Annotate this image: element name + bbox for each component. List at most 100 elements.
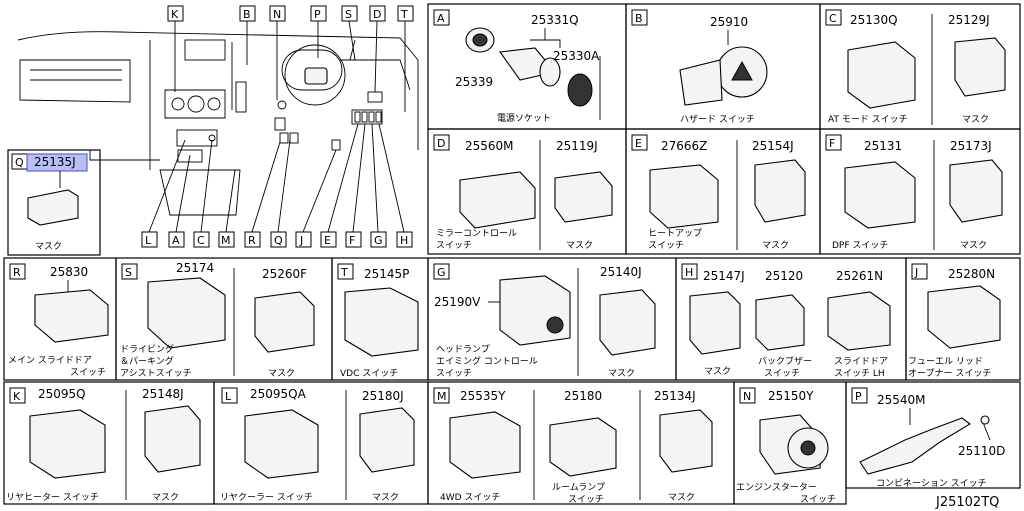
- panel-a: A 25331Q 25330A 25339 電源ソケット: [427, 3, 627, 130]
- part-25095q[interactable]: 25095Q: [38, 387, 86, 401]
- panel-t-letter[interactable]: T: [340, 266, 348, 279]
- panel-h-letter[interactable]: H: [685, 266, 693, 279]
- caption-driving: ドライビング: [120, 343, 174, 355]
- overview-label-s[interactable]: S: [345, 8, 352, 21]
- overview-label-c[interactable]: C: [197, 234, 205, 247]
- part-25130q[interactable]: 25130Q: [850, 13, 898, 27]
- part-27666z[interactable]: 27666Z: [661, 139, 707, 153]
- overview-label-t[interactable]: T: [400, 8, 408, 21]
- part-25261n[interactable]: 25261N: [836, 269, 883, 283]
- overview-label-k[interactable]: K: [171, 8, 179, 21]
- overview-label-f[interactable]: F: [349, 234, 355, 247]
- caption-switch: スイッチ: [800, 494, 836, 505]
- part-25910[interactable]: 25910: [710, 15, 748, 29]
- panel-p-letter[interactable]: P: [855, 390, 862, 403]
- part-25339[interactable]: 25339: [455, 75, 493, 89]
- panel-j-letter[interactable]: J: [914, 266, 918, 279]
- overview-label-r[interactable]: R: [248, 234, 256, 247]
- caption-mask: マスク: [372, 492, 399, 503]
- panel-s-letter[interactable]: S: [125, 266, 132, 279]
- caption-rear-cooler-switch: リヤクーラー スイッチ: [220, 492, 313, 503]
- panel-f-letter[interactable]: F: [829, 137, 835, 150]
- overview-label-e[interactable]: E: [324, 234, 331, 247]
- caption-mask: マスク: [268, 368, 295, 379]
- overview-label-n[interactable]: N: [273, 8, 281, 21]
- part-25280n[interactable]: 25280N: [948, 267, 995, 281]
- part-25145p[interactable]: 25145P: [364, 267, 409, 281]
- part-25190v[interactable]: 25190V: [434, 295, 481, 309]
- overview-label-d[interactable]: D: [373, 8, 381, 21]
- caption-room-lamp: ルームランプ: [552, 482, 605, 493]
- panel-a-letter[interactable]: A: [437, 12, 445, 25]
- part-25331q[interactable]: 25331Q: [531, 13, 579, 27]
- overview-label-h[interactable]: H: [400, 234, 408, 247]
- panel-p: P 25540M 25110D コンビネーション スイッチ: [845, 381, 1021, 489]
- panel-b-letter[interactable]: B: [635, 12, 643, 25]
- panel-l-letter[interactable]: L: [225, 390, 232, 403]
- caption-switch: スイッチ: [436, 368, 472, 379]
- panel-r-letter[interactable]: R: [13, 266, 21, 279]
- panel-n-letter[interactable]: N: [743, 390, 751, 403]
- part-25830[interactable]: 25830: [50, 265, 88, 279]
- caption-mask: マスク: [668, 492, 695, 503]
- selected-part-highlight: [26, 153, 88, 172]
- part-25260f[interactable]: 25260F: [262, 267, 307, 281]
- part-25110d[interactable]: 25110D: [958, 444, 1005, 458]
- caption-main-slide-door: メイン スライドドア: [8, 355, 92, 366]
- part-25134j[interactable]: 25134J: [654, 389, 696, 403]
- caption-mask: マスク: [704, 366, 731, 377]
- overview-label-b[interactable]: B: [243, 8, 251, 21]
- panel-h: H 25147J 25120 25261N マスク バックブザー スイッチ スラ…: [675, 257, 907, 381]
- overview-label-p[interactable]: P: [314, 8, 321, 21]
- overview-label-a[interactable]: A: [172, 234, 180, 247]
- dashboard-drawing: [17, 20, 419, 233]
- part-25140j[interactable]: 25140J: [600, 265, 642, 279]
- part-25154j[interactable]: 25154J: [752, 139, 794, 153]
- part-25129j[interactable]: 25129J: [948, 13, 990, 27]
- part-25150y[interactable]: 25150Y: [768, 389, 814, 403]
- part-25120[interactable]: 25120: [765, 269, 803, 283]
- caption-mask: マスク: [152, 492, 179, 503]
- caption-mirror-control: ミラーコントロール: [436, 228, 517, 239]
- part-25148j[interactable]: 25148J: [142, 387, 184, 401]
- part-25180[interactable]: 25180: [564, 389, 602, 403]
- part-25174[interactable]: 25174: [176, 261, 214, 275]
- part-25180j[interactable]: 25180J: [362, 389, 404, 403]
- part-25330a[interactable]: 25330A: [553, 49, 600, 63]
- panel-f: F 25131 25173J DPF スイッチ マスク: [819, 128, 1021, 255]
- panel-q-letter[interactable]: Q: [15, 156, 24, 169]
- caption-hazard-switch: ハザード スイッチ: [680, 114, 755, 125]
- caption-fuel-lid: フューエル リッド: [908, 357, 983, 367]
- panel-g-letter[interactable]: G: [437, 266, 446, 279]
- caption-rear-heater-switch: リヤヒーター スイッチ: [6, 492, 99, 503]
- panel-k: K 25095Q 25148J リヤヒーター スイッチ マスク: [3, 381, 215, 505]
- part-25147j[interactable]: 25147J: [703, 269, 745, 283]
- panel-e-letter[interactable]: E: [635, 137, 642, 150]
- part-25535y[interactable]: 25535Y: [460, 389, 506, 403]
- part-25540m[interactable]: 25540M: [877, 393, 926, 407]
- part-25131[interactable]: 25131: [864, 139, 902, 153]
- caption-power-socket: 電源ソケット: [497, 113, 551, 124]
- panel-k-letter[interactable]: K: [13, 390, 21, 403]
- part-25135j[interactable]: 25135J: [34, 155, 76, 169]
- caption-mask: マスク: [762, 240, 789, 251]
- panel-m: M 25535Y 25180 25134J 4WD スイッチ ルームランプ スイ…: [427, 381, 735, 505]
- overview-label-j[interactable]: J: [299, 234, 303, 247]
- caption-heat-up: ヒートアップ: [648, 228, 702, 239]
- overview-label-q[interactable]: Q: [274, 234, 283, 247]
- caption-switch: スイッチ: [568, 494, 604, 505]
- part-25119j[interactable]: 25119J: [556, 139, 598, 153]
- panel-t: T 25145P VDC スイッチ: [331, 257, 429, 381]
- overview-label-g[interactable]: G: [374, 234, 383, 247]
- panel-m-letter[interactable]: M: [437, 390, 447, 403]
- caption-switch: スイッチ: [70, 367, 106, 378]
- panel-d-letter[interactable]: D: [437, 137, 445, 150]
- caption-assist-switch: アシストスイッチ: [120, 368, 192, 379]
- part-25560m[interactable]: 25560M: [465, 139, 514, 153]
- overview-label-m[interactable]: M: [221, 234, 231, 247]
- panel-c-letter[interactable]: C: [829, 12, 837, 25]
- part-25173j[interactable]: 25173J: [950, 139, 992, 153]
- panel-c: C 25130Q 25129J AT モード スイッチ マスク: [819, 3, 1021, 130]
- part-25095qa[interactable]: 25095QA: [250, 387, 307, 401]
- overview-label-l[interactable]: L: [145, 234, 152, 247]
